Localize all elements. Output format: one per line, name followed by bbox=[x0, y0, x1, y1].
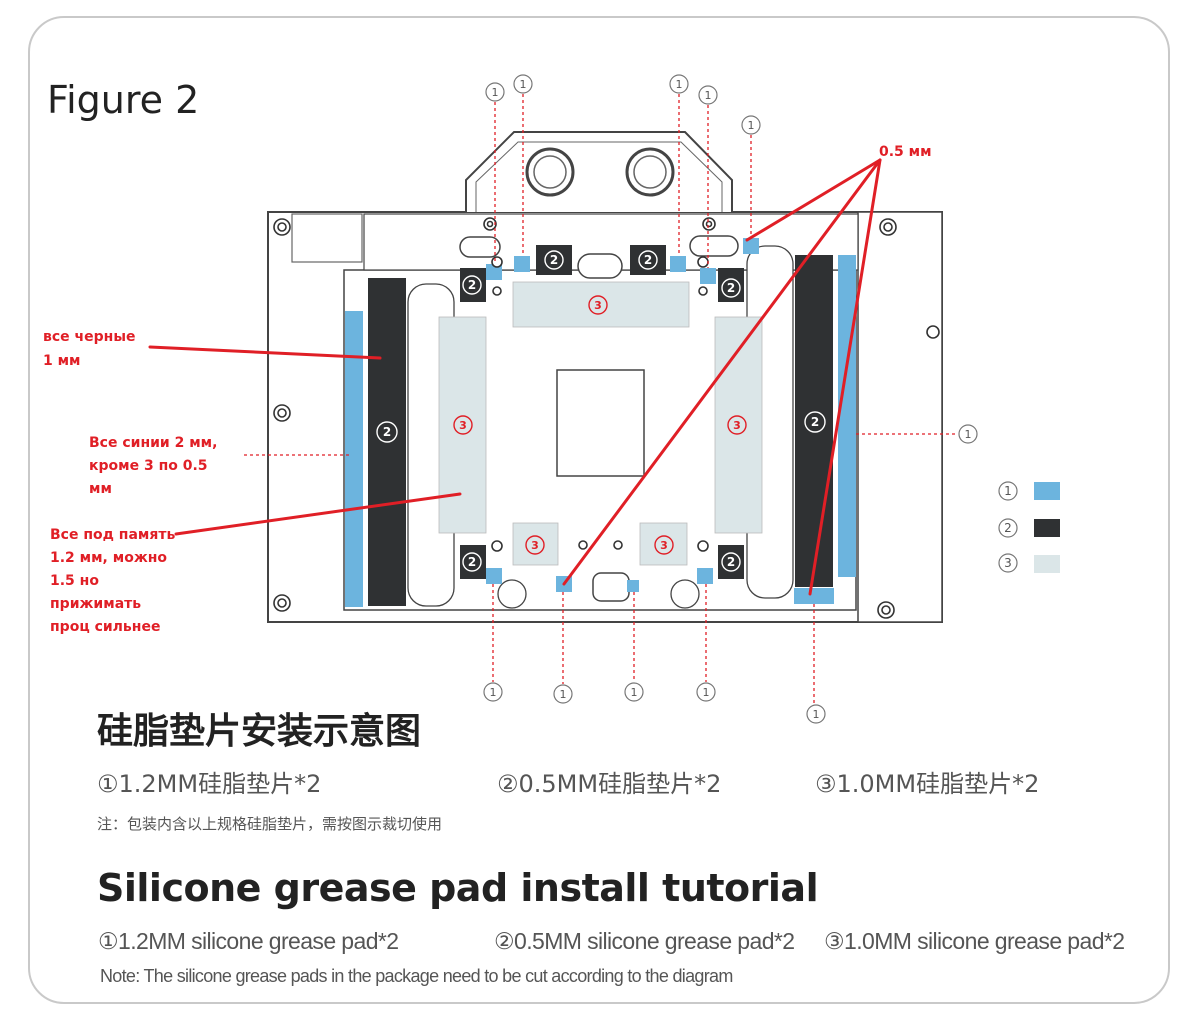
svg-text:1: 1 bbox=[631, 686, 638, 699]
figure-title: Figure 2 bbox=[47, 78, 200, 122]
legend-swatch-2 bbox=[1034, 519, 1060, 537]
pad-1-right-long bbox=[838, 255, 856, 577]
board-left-block bbox=[291, 213, 363, 263]
pad-1-left-long bbox=[345, 311, 363, 607]
chinese-item-2: ②0.5MM硅脂垫片*2 bbox=[497, 770, 722, 798]
pad-2-top-right bbox=[630, 245, 666, 275]
svg-text:2: 2 bbox=[468, 278, 476, 292]
annotation-black-2: 1 мм bbox=[43, 353, 81, 369]
svg-text:1: 1 bbox=[813, 708, 820, 721]
annotation-blue-1: Все синии 2 мм, bbox=[89, 435, 218, 451]
pad-3-bottom-right bbox=[639, 522, 688, 566]
svg-text:3: 3 bbox=[459, 419, 467, 432]
svg-text:2: 2 bbox=[1004, 521, 1012, 535]
pad-3-top bbox=[512, 281, 690, 328]
english-item-3: ③1.0MM silicone grease pad*2 bbox=[824, 928, 1125, 954]
english-title: Silicone grease pad install tutorial bbox=[97, 866, 819, 910]
svg-text:2: 2 bbox=[550, 253, 558, 267]
svg-text:1: 1 bbox=[492, 86, 499, 99]
pad-2-top-left bbox=[536, 245, 572, 275]
svg-text:1: 1 bbox=[1004, 484, 1012, 498]
pad-1-small bbox=[697, 568, 713, 584]
pad-1-small bbox=[627, 580, 639, 592]
gpu-die-area bbox=[556, 369, 645, 477]
annotation-blue-2: кроме 3 по 0.5 bbox=[89, 458, 208, 474]
annotation-half-mm: 0.5 мм bbox=[879, 144, 932, 160]
pad-marker-2: 2 bbox=[811, 415, 819, 429]
legend-swatch-1 bbox=[1034, 482, 1060, 500]
legend: 1 2 3 bbox=[998, 481, 1060, 573]
svg-text:2: 2 bbox=[727, 281, 735, 295]
english-item-2: ②0.5MM silicone grease pad*2 bbox=[494, 928, 795, 954]
annotation-mem-3: 1.5 но bbox=[50, 573, 99, 589]
pad-3-bottom-left bbox=[512, 522, 559, 566]
svg-text:1: 1 bbox=[490, 686, 497, 699]
pad-1-bottom-right bbox=[794, 588, 834, 604]
annotation-blue-3: мм bbox=[89, 481, 112, 497]
svg-text:2: 2 bbox=[468, 555, 476, 569]
board-right-edge bbox=[857, 211, 943, 623]
svg-text:3: 3 bbox=[1004, 556, 1012, 570]
svg-text:1: 1 bbox=[560, 688, 567, 701]
svg-text:3: 3 bbox=[660, 539, 668, 552]
pad-1-small bbox=[486, 568, 502, 584]
chinese-note: 注：包装内含以上规格硅脂垫片，需按图示裁切使用 bbox=[97, 815, 443, 833]
annotation-mem-5: проц сильнее bbox=[50, 619, 161, 635]
pad-1-small bbox=[743, 238, 759, 254]
pad-marker-2: 2 bbox=[383, 425, 391, 439]
chinese-title: 硅脂垫片安装示意图 bbox=[97, 711, 422, 752]
svg-text:3: 3 bbox=[531, 539, 539, 552]
pad-2-right-long bbox=[795, 255, 833, 587]
pad-1-small bbox=[700, 268, 716, 284]
pad-1-small bbox=[670, 256, 686, 272]
svg-text:1: 1 bbox=[520, 78, 527, 91]
svg-text:1: 1 bbox=[705, 89, 712, 102]
english-item-1: ①1.2MM silicone grease pad*2 bbox=[98, 928, 399, 954]
svg-text:1: 1 bbox=[676, 78, 683, 91]
svg-text:3: 3 bbox=[733, 419, 741, 432]
english-note: Note: The silicone grease pads in the pa… bbox=[100, 966, 733, 986]
annotation-mem-4: прижимать bbox=[50, 596, 142, 612]
chinese-item-1: ①1.2MM硅脂垫片*2 bbox=[97, 770, 322, 798]
pad-1-small bbox=[486, 264, 502, 280]
pad-1-small bbox=[514, 256, 530, 272]
chinese-item-3: ③1.0MM硅脂垫片*2 bbox=[815, 770, 1040, 798]
annotation-mem-2: 1.2 мм, можно bbox=[50, 550, 168, 566]
svg-text:3: 3 bbox=[594, 299, 602, 312]
water-terminal bbox=[465, 131, 733, 212]
pad-3-right bbox=[714, 316, 763, 534]
svg-text:2: 2 bbox=[644, 253, 652, 267]
svg-text:1: 1 bbox=[703, 686, 710, 699]
svg-text:2: 2 bbox=[727, 555, 735, 569]
svg-text:1: 1 bbox=[748, 119, 755, 132]
annotation-black-1: все черные bbox=[43, 329, 136, 345]
annotation-mem-1: Все под память bbox=[50, 527, 176, 543]
callout-circles bbox=[483, 74, 978, 724]
legend-swatch-3 bbox=[1034, 555, 1060, 573]
svg-text:1: 1 bbox=[965, 428, 972, 441]
